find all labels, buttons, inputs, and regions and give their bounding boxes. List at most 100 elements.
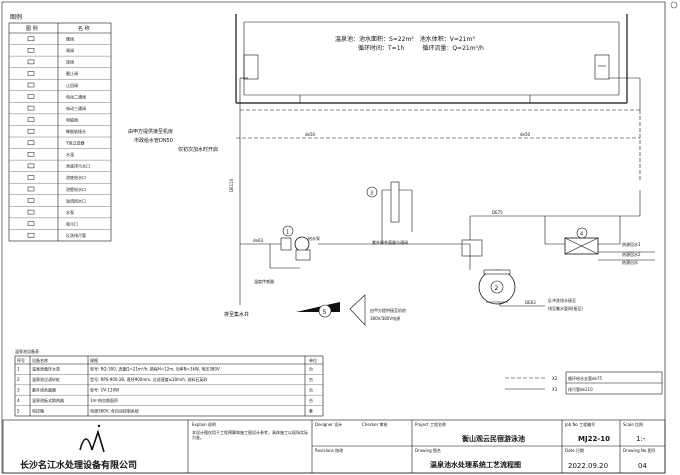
equipment-cell: 台 (309, 366, 313, 372)
equipment-cell: 温泉池板式换热器 (32, 397, 64, 403)
legend-item-label: 闸阀 (66, 47, 74, 53)
legend-symbol-2 (27, 59, 35, 65)
title-block: 长沙名江水处理设备有限公司 Explain 说明 本设计图仅用于工程预算和施工图… (2, 419, 666, 474)
equipment-cell: 1 (17, 367, 20, 372)
equipment-cell: 型号: UV-120W (90, 387, 119, 393)
city-water-label-1: 由甲方提供接至机房 (128, 128, 173, 135)
pipe-de50-a: de50 (305, 132, 316, 137)
equipment-header: 规格 (90, 357, 98, 363)
job-no: MJ22-10 (578, 435, 610, 443)
equipment-cell: 台 (309, 397, 313, 403)
callout-3: 3 (370, 191, 373, 197)
callout-2: 2 (495, 285, 499, 292)
legend-item-label: 池底排污水口 (66, 163, 90, 169)
legend-item-label: 蝶阀 (66, 36, 74, 42)
note-x3-desc: 排污管de110 (568, 386, 593, 392)
legend-symbol-17 (27, 232, 35, 238)
equipment-cell: 温泉池过滤砂缸 (32, 376, 60, 382)
power-label-2: 380V/380V电源 (370, 315, 400, 321)
legend-symbol-13 (27, 186, 35, 192)
pool-tank: 温泉池：池水面积：S=22m² 池水体积：V=21m³ 循环时间：T=1h 循环… (235, 14, 628, 104)
legend-item-label: 溢流回水口 (66, 197, 86, 203)
equipment-cell: 型号: RQ-300, 流量Q=21m³/h, 扬程H=12m, 功率N=3kW… (90, 366, 220, 372)
note-x2-desc: 循环给水支管de75 (568, 375, 603, 381)
equipment-cell: 3 (17, 388, 20, 393)
legend-symbol-12 (27, 175, 35, 180)
date-label: Date 日期 (565, 447, 584, 453)
pump-label: 给水泵 (308, 235, 320, 241)
scale-label: Scale 比例 (623, 421, 643, 427)
drawing-no-label: Drawing No 图号 (623, 447, 656, 453)
equipment-header: 设备名称 (32, 357, 48, 363)
project-label: Project 工程名称 (415, 421, 446, 427)
equipment-header: 序号 (17, 357, 25, 363)
legend-title: 图例 (10, 13, 22, 21)
company-logo (79, 424, 105, 453)
legend-item-label: 电动三通阀 (66, 105, 86, 111)
legend-symbol-8 (27, 128, 35, 134)
equipment-cell: 电源380V, 含自动控制系统 (90, 407, 139, 413)
drawing-name: 温泉池水处理系统工艺流程图 (430, 460, 521, 469)
project-name: 衡山观云民宿游泳池 (461, 434, 525, 443)
note-x3: X3 (552, 387, 558, 392)
legend-symbol-4 (27, 82, 35, 88)
legend-item-label: 吸污口 (66, 220, 78, 226)
explain-text: 本设计图仅用于工程预算和施工图设计参考，具体施工以现场实际为准。 (192, 430, 308, 440)
callout-1: 1 (286, 230, 289, 236)
sensor-label: 温度传感器 (254, 278, 274, 284)
legend-symbol-5 (27, 94, 35, 99)
legend-symbol-6 (27, 105, 35, 111)
legend-symbol-11 (27, 163, 35, 169)
circulation-pump-symbol (294, 236, 310, 252)
equipment-symbols: 给水泵 紫外线杀菌器与通阀 (280, 181, 599, 312)
legend-symbol-14 (27, 198, 35, 203)
equipment-cell: 温泉池循环水泵 (32, 366, 60, 372)
backwash-label-2: 排至集水管网(接至) (548, 305, 584, 311)
city-water-label-3: 仅初次加水时开启 (178, 146, 218, 153)
note-x2: X2 (552, 376, 558, 381)
callout-4: 4 (580, 232, 583, 238)
equipment-cell: 4 (17, 398, 20, 403)
pool-info-line2: 循环时间：T=1h 循环流量：Q=21m³/h (358, 44, 484, 52)
explain-label: Explain 说明 (192, 421, 216, 427)
pipe-de50-b: de50 (520, 132, 531, 137)
legend-item-label: 橡胶软接头 (66, 128, 86, 134)
legend-item-label: 电动二通阀 (66, 93, 86, 99)
equipment-table-title: 温泉池设备表 (15, 348, 39, 354)
hot-return-2: 热源回水2 (622, 251, 641, 257)
pipe-de63-b: DE63 (525, 300, 536, 305)
hot-return-1: 热源回水1 (622, 241, 641, 247)
drawing-no: 04 (638, 462, 647, 470)
legend-col-name: 名 称 (78, 25, 90, 32)
uv-label: 紫外线杀菌器与通阀 (372, 239, 408, 245)
legend-item-label: 池壁给水口 (66, 186, 86, 192)
legend-symbol-7 (27, 117, 35, 122)
legend-item-label: 截止阀 (66, 70, 78, 76)
right-notes: X2 循环给水支管de75 X3 排污管de110 (505, 371, 663, 395)
equipment-cell: 型号: RPS-900-2B, 直径900mm, 过滤速度≤30m/h, 滤料石… (90, 376, 207, 382)
legend-item-label: 水温 (66, 151, 74, 157)
company-name: 长沙名江水处理设备有限公司 (20, 459, 137, 471)
callouts: 1 2 3 4 5 (282, 186, 588, 318)
legend-item-label: 止回阀 (66, 82, 78, 88)
scale-value: 1:- (636, 435, 646, 443)
uv-sterilizer-symbol (390, 181, 400, 223)
date-value: 2022.09.20 (568, 462, 608, 470)
legend-symbol-9 (27, 140, 35, 146)
designer-label: Designer 设计 (315, 421, 342, 427)
legend-col-symbol: 图 例 (26, 25, 38, 32)
drain-pit-label: 排至集水井 (224, 311, 249, 318)
pipe-de75: DE75 (492, 210, 503, 215)
legend-item-label: 水泵 (66, 209, 74, 215)
legend-symbol-15 (27, 209, 35, 215)
legend-symbol-3 (27, 71, 35, 76)
equipment-cell: 套 (309, 407, 313, 413)
top-corner-icon (670, 1, 678, 9)
legend-symbol-16 (27, 221, 35, 226)
legend-item-label: Y型过滤器 (65, 140, 84, 146)
diagram-labels: 由甲方提供接至机房 市政给水管DN50 仅初次加水时开启 排至集水井 热源回水1… (128, 128, 641, 321)
legend-item-label: 球阀 (66, 59, 74, 65)
hair-strainer-symbol (280, 237, 292, 251)
power-label-1: 由甲方提供接至机房 (370, 307, 406, 313)
